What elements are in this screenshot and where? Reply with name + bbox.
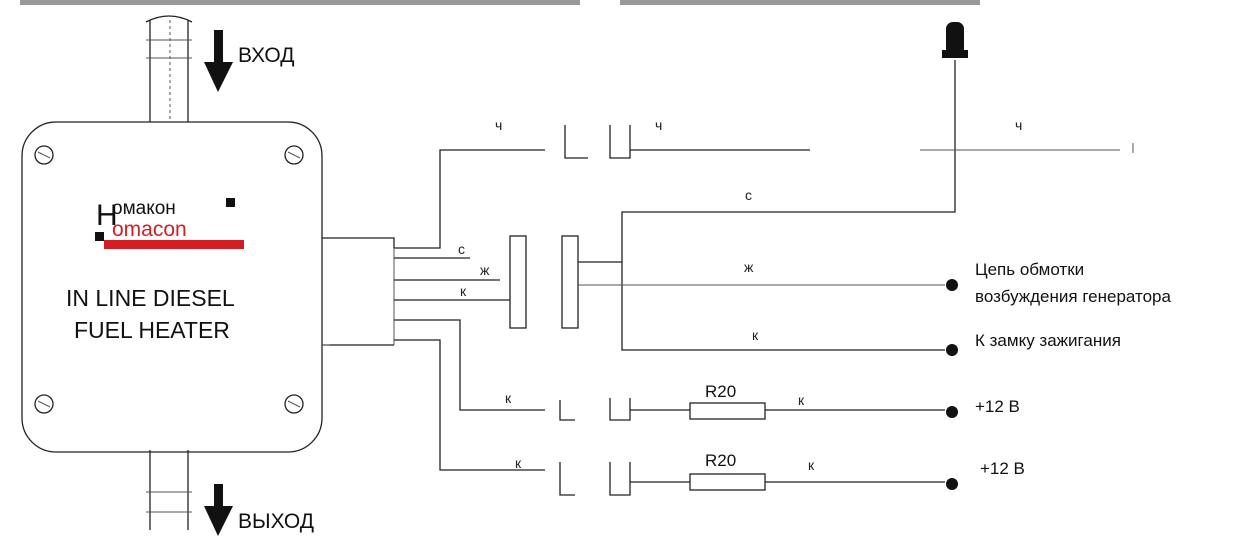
inlet-pipe [145,15,193,122]
svg-text:Н: Н [96,199,118,232]
wire-black-right [920,143,1134,153]
resistor-r1 [689,402,766,420]
svg-text:omacon: omacon [112,218,187,241]
wire-label: ч [495,117,502,133]
connector-r2 [559,462,945,496]
outlet-label: ВЫХОД [238,510,314,533]
wire-label: к [505,390,512,406]
inlet-label: ВХОД [238,44,295,67]
terminal-dot [946,279,958,291]
fuse-icon [942,22,968,58]
wire-label: к [808,457,815,473]
resistor-label: R20 [705,451,736,470]
wire-label: к [460,283,467,299]
wire-label: к [515,455,522,471]
screw-icon [284,394,304,414]
screw-icon [284,145,304,165]
cropped-text-fragment [20,0,580,5]
wire-label: к [798,392,805,408]
terminal-label-12v: +12 В [980,459,1025,478]
cropped-text-fragment [620,0,980,5]
wire-label: с [745,187,752,203]
outlet-arrow-icon [204,484,233,536]
screw-icon [34,394,54,414]
terminal-dot [946,478,958,490]
resistor-r2 [689,473,766,491]
screw-icon [34,145,54,165]
connector-center [509,60,956,351]
connector-top [564,125,810,159]
terminal-label-generator: Цепь обмотки [975,260,1084,279]
terminal-dot [946,406,958,418]
wire-label: ч [655,117,662,133]
device-name-line1: IN LINE DIESEL [66,285,235,311]
resistor-label: R20 [705,382,736,401]
svg-text:омакон: омакон [112,198,176,219]
device-name-line2: FUEL HEATER [74,317,230,343]
device-wires [322,149,545,471]
wire-label: к [752,327,759,343]
terminal-label-ignition: К замку зажигания [975,331,1121,350]
wire-label: с [458,241,465,257]
heater-body [21,121,323,453]
terminal-label-generator: возбуждения генератора [975,287,1171,306]
inlet-arrow-icon [204,30,233,92]
terminal-label-12v: +12 В [975,397,1020,416]
wire-label: ж [744,259,754,275]
outlet-pipe [146,450,192,530]
wire-label: ч [1015,117,1022,133]
nomacon-logo: Н омакон omacon [95,198,244,249]
connector-r1 [559,398,945,421]
terminal-dot [946,344,958,356]
wire-label: ж [480,262,490,278]
